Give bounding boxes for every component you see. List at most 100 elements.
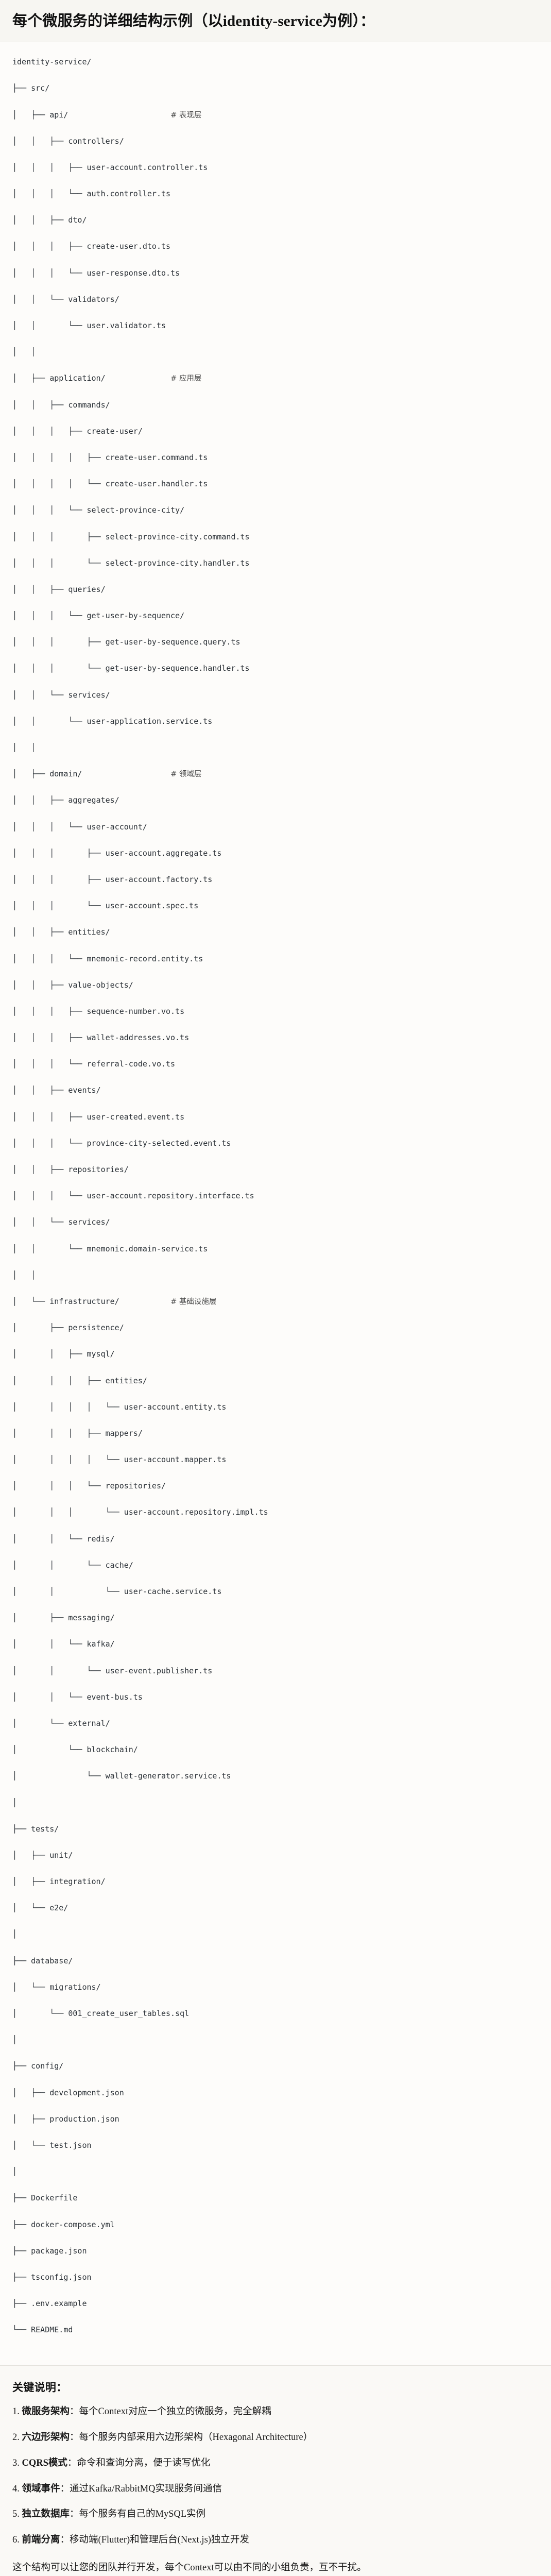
tree-node-label: │ └── e2e/ bbox=[12, 1903, 68, 1913]
tree-row: │ └── infrastructure/ # 基础设施层 bbox=[12, 1295, 539, 1309]
tree-node-label: │ │ └── cache/ bbox=[12, 1560, 133, 1570]
tree-node-label: │ │ │ ├── select-province-city.command.t… bbox=[12, 532, 250, 541]
tree-node-label: │ │ │ │ ├── create-user.command.ts bbox=[12, 452, 208, 462]
tree-node-label: │ │ │ │ └── user-account.entity.ts bbox=[12, 1402, 227, 1412]
key-note-term: 独立数据库 bbox=[22, 2509, 70, 2520]
header-bar: 每个微服务的详细结构示例（以identity-service为例）： bbox=[0, 0, 551, 43]
key-note-term: 前端分离 bbox=[22, 2535, 60, 2546]
key-note-item: 2. 六边形架构：每个服务内部采用六边形架构（Hexagonal Archite… bbox=[12, 2431, 539, 2445]
tree-node-label: ├── tsconfig.json bbox=[12, 2272, 92, 2282]
tree-node-label: │ └── infrastructure/ bbox=[12, 1296, 119, 1306]
tree-node-label: │ └── wallet-generator.service.ts bbox=[12, 1771, 231, 1781]
key-note-separator: ： bbox=[60, 2535, 70, 2546]
tree-row: │ │ └── user-cache.service.ts bbox=[12, 1585, 539, 1599]
tree-node-label: │ │ ├── value-objects/ bbox=[12, 980, 133, 990]
tree-row: │ │ │ ├── user-account.factory.ts bbox=[12, 873, 539, 887]
tree-node-label: │ │ │ │ └── create-user.handler.ts bbox=[12, 479, 208, 489]
tree-node-label: │ │ │ └── referral-code.vo.ts bbox=[12, 1059, 176, 1069]
tree-node-label: │ ├── application/ bbox=[12, 374, 106, 383]
key-note-number: 1. bbox=[12, 2406, 20, 2417]
tree-row: │ ├── production.json bbox=[12, 2113, 539, 2126]
tree-row: identity-service/ bbox=[12, 56, 539, 69]
tree-row: │ │ └── event-bus.ts bbox=[12, 1691, 539, 1704]
tree-row: │ │ │ └── get-user-by-sequence.handler.t… bbox=[12, 662, 539, 675]
key-note-number: 2. bbox=[12, 2432, 20, 2443]
tree-node-label: │ │ └── user.validator.ts bbox=[12, 321, 166, 331]
tree-node-label: │ │ ├── dto/ bbox=[12, 215, 87, 225]
tree-row: │ ├── persistence/ bbox=[12, 1321, 539, 1335]
tree-node-label: │ │ └── redis/ bbox=[12, 1534, 115, 1544]
tree-row: │ └── migrations/ bbox=[12, 1981, 539, 1994]
key-note-description: 每个服务有自己的MySQL实例 bbox=[79, 2509, 206, 2520]
tree-node-label: │ │ │ ├── get-user-by-sequence.query.ts bbox=[12, 637, 240, 647]
tree-node-label: │ └── external/ bbox=[12, 1718, 110, 1728]
key-note-item: 3. CQRS模式：命令和查询分离，便于读写优化 bbox=[12, 2456, 539, 2471]
tree-row: │ ├── application/ # 应用层 bbox=[12, 372, 539, 385]
tree-row: ├── tsconfig.json bbox=[12, 2271, 539, 2284]
tree-node-label: ├── package.json bbox=[12, 2246, 87, 2256]
tree-row: │ └── 001_create_user_tables.sql bbox=[12, 2007, 539, 2021]
tree-row: │ ├── api/ # 表现层 bbox=[12, 109, 539, 122]
tree-row: │ └── external/ bbox=[12, 1717, 539, 1731]
tree-layer-comment: # 应用层 bbox=[170, 375, 202, 383]
tree-row: │ │ │ ├── mappers/ bbox=[12, 1427, 539, 1440]
tree-row: │ │ │ └── auth.controller.ts bbox=[12, 188, 539, 201]
tree-node-label: │ │ bbox=[12, 347, 36, 357]
tree-node-label: │ ├── production.json bbox=[12, 2114, 119, 2124]
tree-row: │ ├── development.json bbox=[12, 2087, 539, 2100]
tree-row: ├── tests/ bbox=[12, 1823, 539, 1836]
key-note-description: 每个Context对应一个独立的微服务，完全解耦 bbox=[79, 2406, 271, 2417]
tree-row: │ ├── unit/ bbox=[12, 1849, 539, 1862]
tree-row: │ │ │ │ └── create-user.handler.ts bbox=[12, 478, 539, 491]
tree-row: └── README.md bbox=[12, 2324, 539, 2337]
tree-node-label: │ │ └── event-bus.ts bbox=[12, 1692, 143, 1702]
tree-node-label: │ │ ├── entities/ bbox=[12, 927, 110, 937]
tree-row: │ │ └── kafka/ bbox=[12, 1638, 539, 1651]
tree-node-label: │ ├── messaging/ bbox=[12, 1613, 115, 1623]
key-note-separator: ： bbox=[70, 2432, 79, 2443]
tree-row: │ ├── integration/ bbox=[12, 1875, 539, 1889]
tree-node-label: │ │ │ ├── mappers/ bbox=[12, 1428, 143, 1438]
tree-row: │ └── e2e/ bbox=[12, 1902, 539, 1915]
tree-row: │ │ │ └── user-account.spec.ts bbox=[12, 900, 539, 913]
key-notes-footer: 这个结构可以让您的团队并行开发，每个Context可以由不同的小组负责，互不干扰… bbox=[12, 2562, 367, 2573]
tree-row: │ │ └── redis/ bbox=[12, 1533, 539, 1546]
tree-row: ├── database/ bbox=[12, 1955, 539, 1968]
tree-row: │ │ │ ├── wallet-addresses.vo.ts bbox=[12, 1031, 539, 1045]
tree-node-label: │ └── test.json bbox=[12, 2140, 92, 2150]
tree-node-label: │ │ └── user-cache.service.ts bbox=[12, 1587, 222, 1597]
tree-node-label: │ │ │ │ └── user-account.mapper.ts bbox=[12, 1455, 227, 1465]
tree-node-label: │ │ ├── controllers/ bbox=[12, 136, 124, 146]
tree-row: │ │ │ └── mnemonic-record.entity.ts bbox=[12, 953, 539, 966]
tree-row: │ │ ├── events/ bbox=[12, 1084, 539, 1097]
tree-row: ├── package.json bbox=[12, 2245, 539, 2258]
tree-node-label: ├── .env.example bbox=[12, 2299, 87, 2309]
tree-node-label: ├── Dockerfile bbox=[12, 2193, 78, 2203]
key-note-separator: ： bbox=[60, 2483, 70, 2494]
tree-node-label: ├── docker-compose.yml bbox=[12, 2219, 115, 2229]
tree-node-label: │ │ │ ├── entities/ bbox=[12, 1376, 147, 1385]
tree-node-label: │ └── blockchain/ bbox=[12, 1745, 138, 1755]
tree-node-label: │ bbox=[12, 2035, 18, 2045]
tree-node-label: │ │ │ └── province-city-selected.event.t… bbox=[12, 1138, 231, 1148]
page-title: 每个微服务的详细结构示例（以identity-service为例）： bbox=[12, 13, 375, 29]
directory-tree-block: identity-service/ ├── src/ │ ├── api/ # … bbox=[0, 42, 551, 2366]
key-note-description: 通过Kafka/RabbitMQ实现服务间通信 bbox=[70, 2483, 222, 2494]
tree-node-label: │ │ │ ├── user-created.event.ts bbox=[12, 1112, 185, 1122]
tree-row: │ │ │ └── user-account.repository.impl.t… bbox=[12, 1506, 539, 1519]
tree-node-label: │ │ │ └── user-account.spec.ts bbox=[12, 901, 199, 911]
tree-row: │ ├── messaging/ bbox=[12, 1612, 539, 1625]
key-note-item: 1. 微服务架构：每个Context对应一个独立的微服务，完全解耦 bbox=[12, 2405, 539, 2419]
tree-node-label: │ │ │ ├── user-account.aggregate.ts bbox=[12, 848, 222, 858]
tree-node-label: │ │ │ └── user-account.repository.impl.t… bbox=[12, 1507, 268, 1517]
tree-node-label: ├── tests/ bbox=[12, 1824, 59, 1834]
key-note-description: 移动端(Flutter)和管理后台(Next.js)独立开发 bbox=[70, 2535, 249, 2546]
key-note-description: 每个服务内部采用六边形架构（Hexagonal Architecture） bbox=[79, 2432, 313, 2443]
tree-node-label: │ └── 001_create_user_tables.sql bbox=[12, 2009, 190, 2019]
tree-row: ├── config/ bbox=[12, 2060, 539, 2073]
tree-row: │ └── test.json bbox=[12, 2139, 539, 2153]
tree-node-label: │ ├── development.json bbox=[12, 2088, 124, 2097]
tree-row: │ │ │ ├── create-user.dto.ts bbox=[12, 240, 539, 253]
tree-node-label: │ │ │ ├── user-account.factory.ts bbox=[12, 874, 213, 884]
